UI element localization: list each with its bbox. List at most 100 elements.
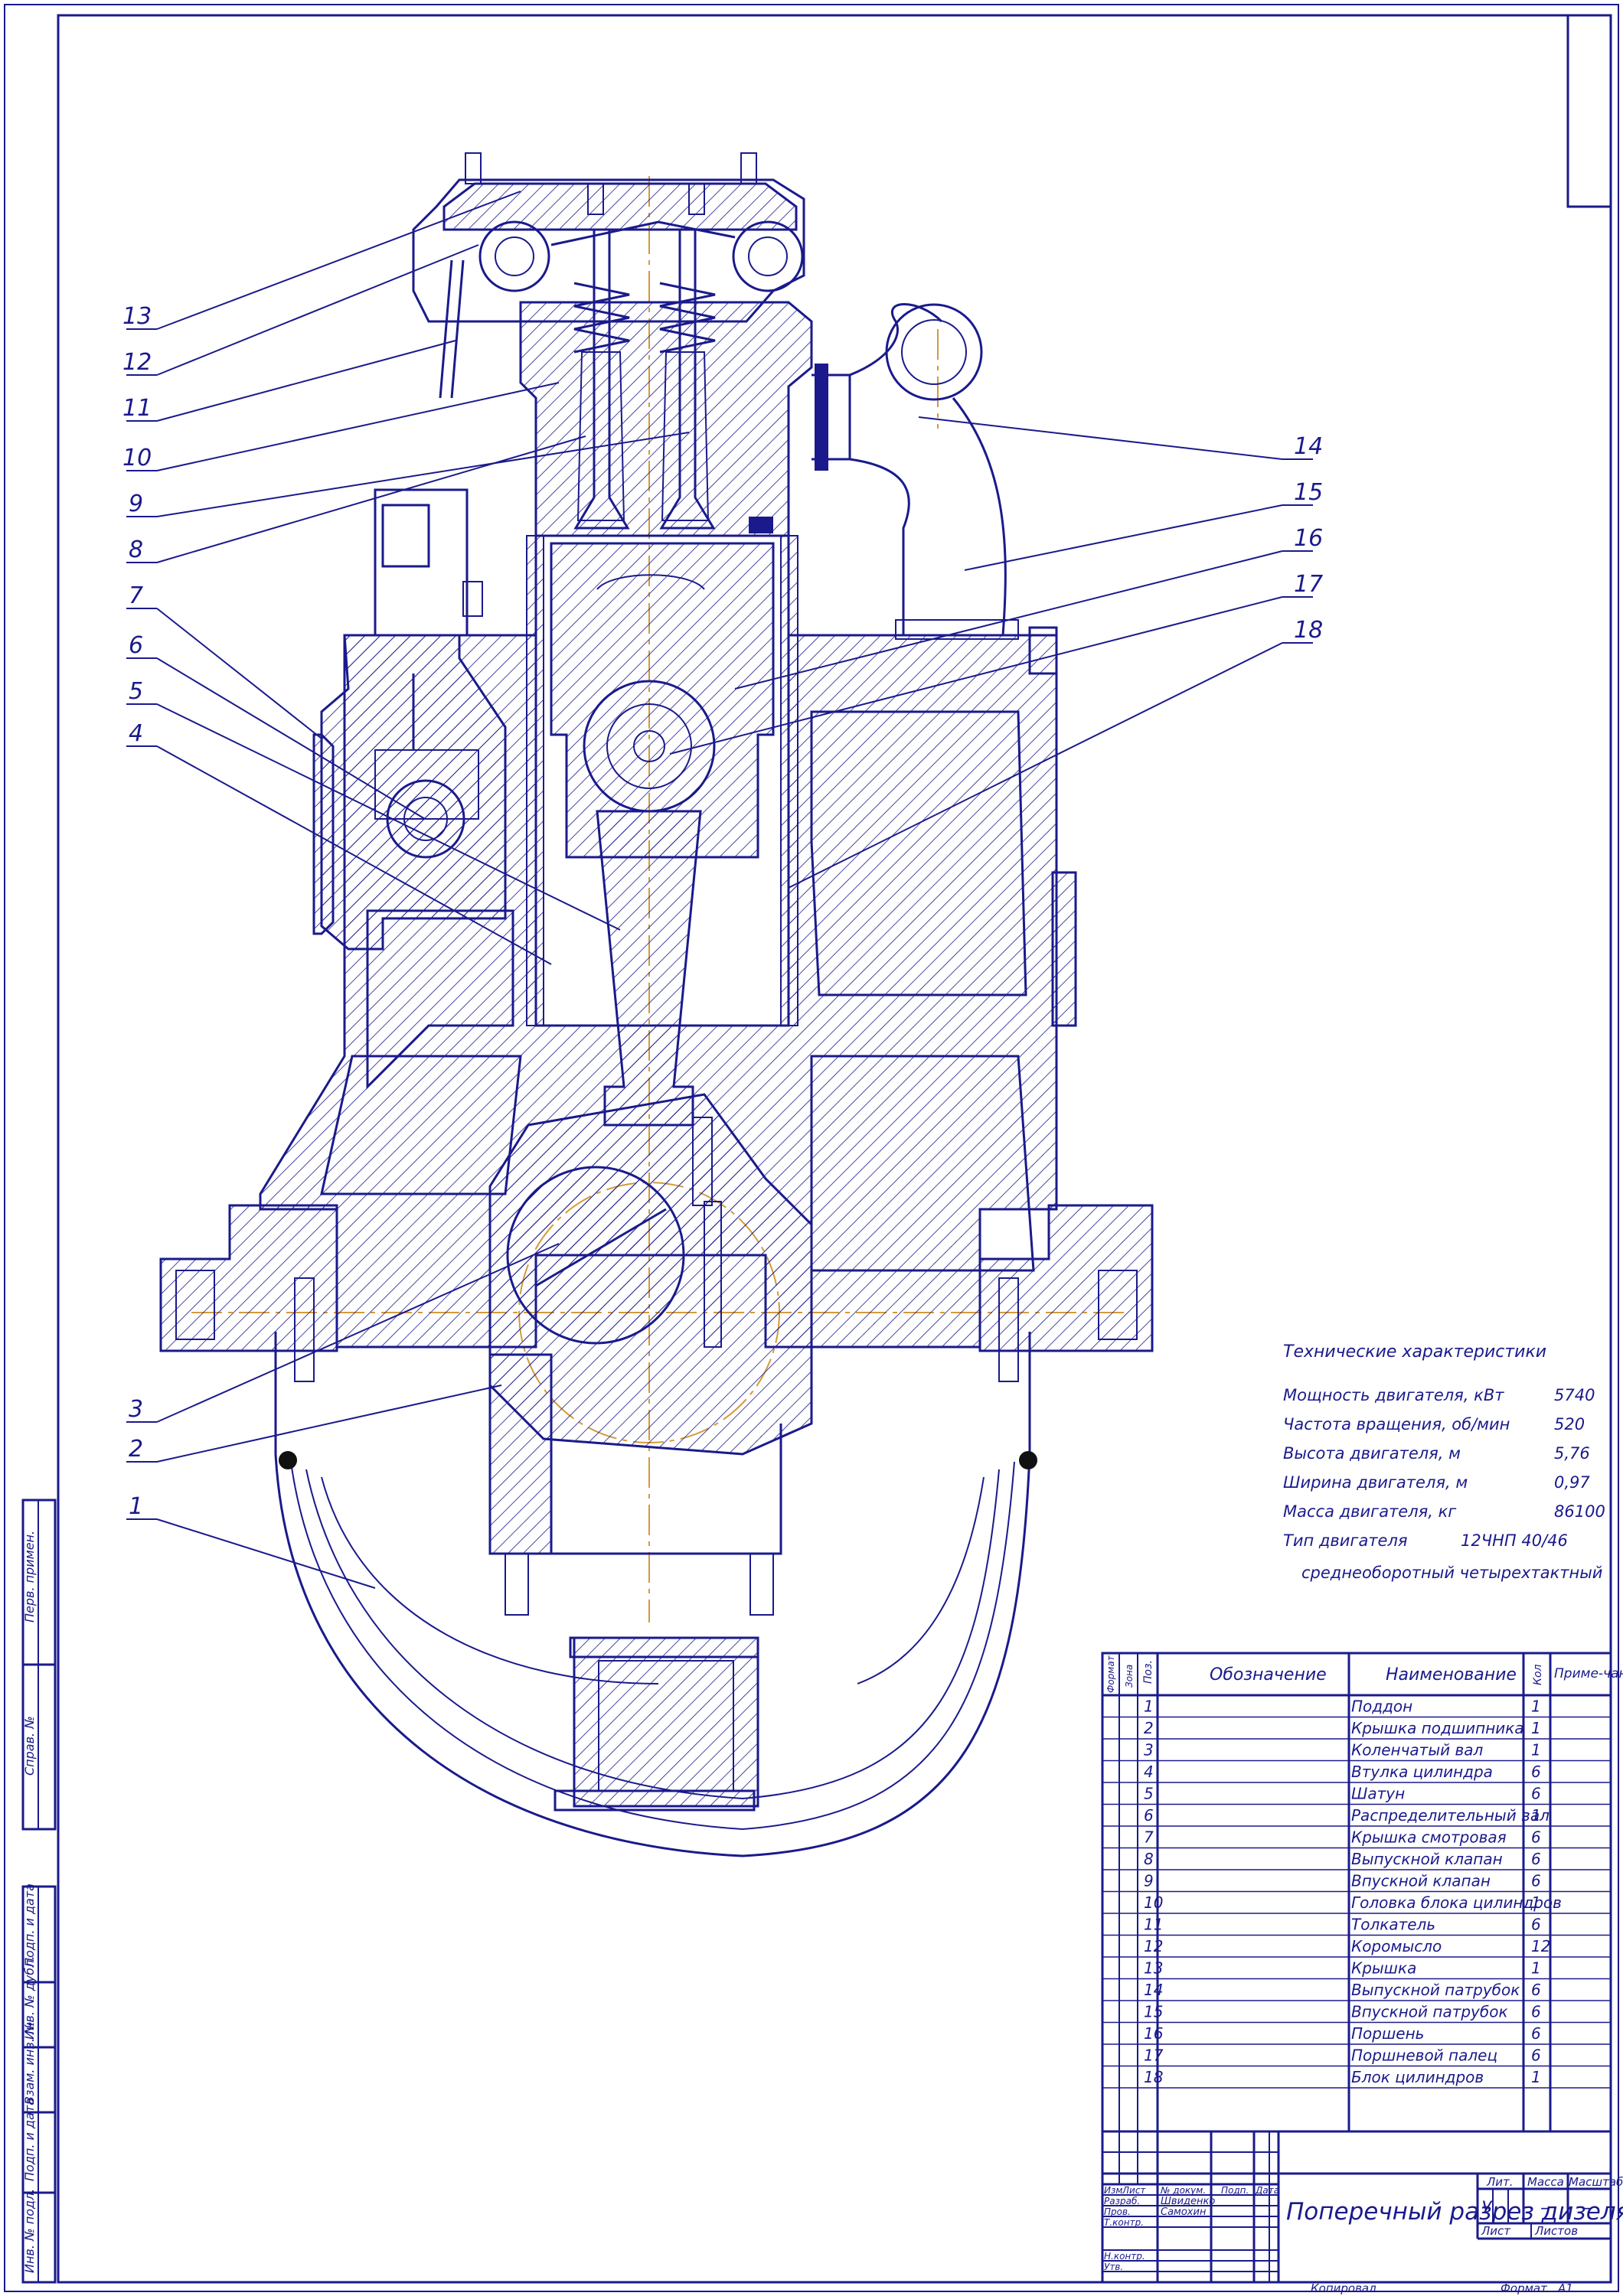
- bom-head-zone: Зона: [1124, 1665, 1135, 1688]
- bom-pos: 4: [1144, 1763, 1154, 1781]
- callout-numbers: 1 2 3 4 5 6 7 8 9 10 11 12 13 14 15 16 1…: [122, 303, 1323, 1520]
- bom-qty: 1: [1531, 1698, 1541, 1716]
- spec-value-3: 0,97: [1554, 1473, 1590, 1492]
- bom-qty: 6: [1531, 1981, 1541, 1999]
- tb-role-1: Пров.: [1104, 2206, 1131, 2217]
- outer-frame: [4, 4, 1619, 2292]
- bom-name: Поддон: [1351, 1698, 1412, 1716]
- bom-pos: 16: [1144, 2024, 1163, 2043]
- bom-head-format: Формат: [1105, 1655, 1116, 1693]
- bom-name: Головка блока цилиндров: [1351, 1893, 1562, 1912]
- exhaust-pipe: [812, 373, 851, 461]
- cylinder-head: [519, 301, 813, 537]
- bom-name: Блок цилиндров: [1351, 2068, 1484, 2086]
- spec-value-4: 86100: [1554, 1502, 1605, 1521]
- specs-title: Технические характеристики: [1283, 1342, 1546, 1362]
- tb-sheet-label: Лист: [1481, 2224, 1511, 2238]
- rocker-left: [478, 220, 550, 292]
- spec-type-note: среднеоборотный четырехтактный: [1301, 1564, 1602, 1582]
- bom-pos: 18: [1144, 2068, 1163, 2086]
- bom-qty: 6: [1531, 1828, 1541, 1847]
- specs-block: Технические характеристики Мощность двиг…: [1283, 1342, 1605, 1582]
- bom-pos: 12: [1144, 1937, 1163, 1955]
- callout-14: 14: [1294, 433, 1323, 460]
- bom-head-pos: Поз.: [1142, 1660, 1154, 1684]
- callout-15: 15: [1294, 479, 1323, 506]
- bom-qty: 1: [1531, 1959, 1541, 1978]
- callout-16: 16: [1294, 525, 1323, 552]
- callout-7: 7: [129, 582, 143, 609]
- leader-lines: [126, 191, 1313, 1589]
- callout-12: 12: [122, 349, 152, 376]
- spec-value-5: 12ЧНП 40/46: [1461, 1531, 1568, 1550]
- spec-value-0: 5740: [1554, 1386, 1595, 1404]
- tb-head-izm: Изм: [1104, 2185, 1122, 2196]
- tb-lit-label: Лит.: [1486, 2175, 1514, 2189]
- spec-value-1: 520: [1554, 1415, 1585, 1433]
- spec-label-5: Тип двигателя: [1283, 1531, 1408, 1550]
- callout-4: 4: [129, 720, 143, 747]
- bom-name: Коленчатый вал: [1351, 1741, 1484, 1760]
- bearing-cap: [488, 1353, 553, 1555]
- crankshaft-journal: [506, 1166, 685, 1345]
- bom-name: Выпускной клапан: [1351, 1850, 1503, 1868]
- bom-pos: 9: [1144, 1872, 1154, 1890]
- tb-head-list: Лист: [1122, 2185, 1146, 2196]
- bom-pos: 7: [1144, 1828, 1154, 1847]
- bom-pos: 13: [1144, 1959, 1163, 1978]
- callout-10: 10: [122, 445, 152, 471]
- callout-5: 5: [129, 678, 143, 705]
- footer-format-value: А1: [1557, 2281, 1573, 2295]
- side-stamps: Перв. примен. Справ. № Подп. и дата Инв.…: [21, 1499, 57, 2284]
- callout-3: 3: [129, 1396, 143, 1423]
- tb-role-2: Т.контр.: [1104, 2217, 1144, 2228]
- bom-qty: 1: [1531, 1806, 1541, 1825]
- bom-pos: 11: [1144, 1916, 1163, 1934]
- tb-name-0: Швиденко: [1161, 2196, 1215, 2207]
- bom-qty: 6: [1531, 1872, 1541, 1890]
- bom-pos: 10: [1144, 1893, 1163, 1912]
- engine-section: [159, 152, 1154, 1857]
- stamp-2: Справ. №: [22, 1716, 37, 1776]
- rocker-right: [732, 220, 804, 292]
- oil-pan: [274, 1332, 1031, 1857]
- tb-role-3: Н.контр.: [1104, 2251, 1145, 2262]
- callout-2: 2: [129, 1436, 143, 1463]
- bom-head-designation: Обозначение: [1210, 1665, 1327, 1684]
- callout-6: 6: [129, 632, 143, 659]
- tb-role-0: Разраб.: [1104, 2196, 1140, 2206]
- tb-mass-value: –: [1540, 2199, 1549, 2218]
- bom-table: Формат Зона Поз. Обозначение Наименовани…: [1101, 1652, 1623, 2133]
- stamp-7: Инв. № подл.: [22, 2189, 37, 2273]
- head-cover: [412, 178, 805, 323]
- bom-pos: 15: [1144, 2003, 1163, 2021]
- spec-value-2: 5,76: [1554, 1444, 1590, 1463]
- piston: [550, 542, 775, 859]
- bom-name: Впускной патрубок: [1351, 2003, 1508, 2021]
- bom-pos: 2: [1144, 1719, 1154, 1737]
- bom-pos: 6: [1144, 1806, 1154, 1825]
- bom-qty: 6: [1531, 1850, 1541, 1868]
- tb-sheets-label: Листов: [1534, 2224, 1578, 2238]
- callout-17: 17: [1294, 571, 1323, 598]
- inner-frame: [57, 14, 1612, 2284]
- tb-head-date: Дата: [1255, 2185, 1279, 2196]
- stamp-1: Перв. примен.: [22, 1531, 37, 1623]
- bom-name: Втулка цилиндра: [1351, 1763, 1493, 1781]
- bom-name: Крышка смотровая: [1351, 1828, 1507, 1847]
- bom-pos: 17: [1144, 2047, 1164, 2065]
- bom-name: Впускной клапан: [1351, 1872, 1491, 1890]
- bom-qty: 6: [1531, 2047, 1541, 2065]
- footer-format-label: Формат: [1501, 2281, 1548, 2295]
- callout-11: 11: [122, 395, 152, 422]
- inspection-cover: [312, 733, 335, 935]
- bom-qty: 1: [1531, 1741, 1541, 1760]
- callout-8: 8: [129, 536, 143, 563]
- tb-lit-value: У: [1481, 2199, 1493, 2218]
- tb-role-4: Утв.: [1104, 2262, 1123, 2272]
- bom-head-name: Наименование: [1386, 1665, 1517, 1684]
- callout-1: 1: [129, 1493, 143, 1520]
- bom-qty: 6: [1531, 2003, 1541, 2021]
- bom-head-qty: Кол: [1532, 1664, 1544, 1685]
